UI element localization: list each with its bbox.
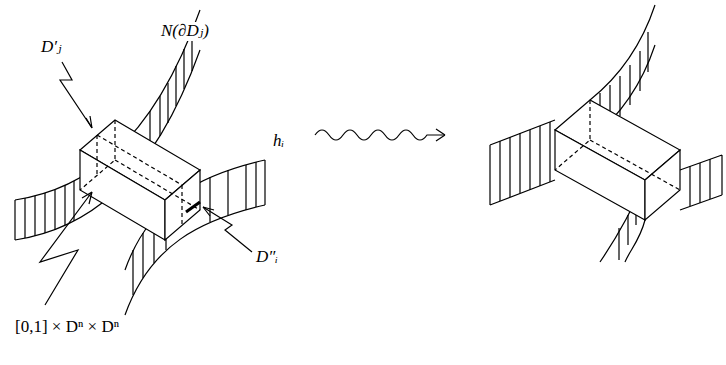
wavy-arrow bbox=[315, 129, 445, 141]
disk-label: D″ᵢ bbox=[255, 248, 279, 267]
leader-lines bbox=[40, 62, 252, 305]
result-figure bbox=[490, 5, 722, 262]
upper-ribbon bbox=[15, 10, 200, 240]
neighbourhood-label: N(∂Dⱼ) bbox=[160, 22, 210, 41]
slab bbox=[80, 120, 200, 240]
disk-label: D′ⱼ bbox=[40, 38, 63, 57]
handle-label: hᵢ bbox=[272, 132, 285, 151]
product-label: [0,1] × Dⁿ × Dⁿ bbox=[14, 318, 120, 337]
